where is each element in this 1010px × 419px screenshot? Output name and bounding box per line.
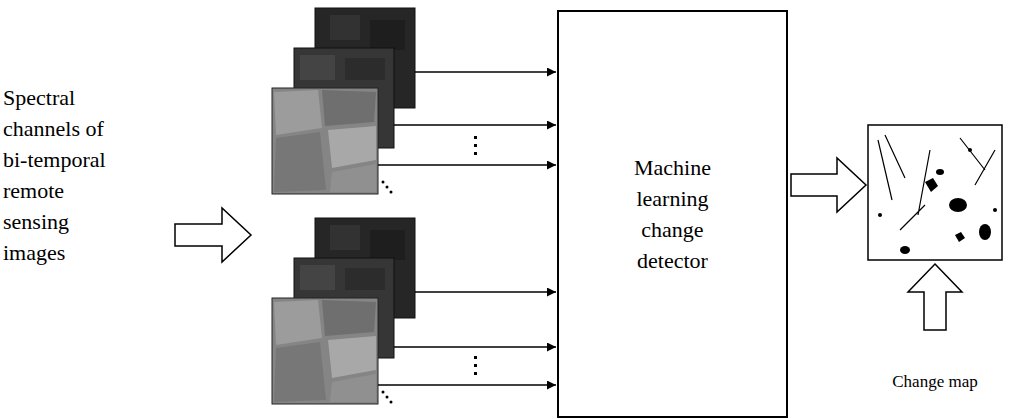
ellipsis-dot [474,364,477,367]
change-dot [878,213,882,217]
image-patch [300,265,335,290]
hollow-arrow [908,264,962,330]
change-blob [955,232,965,242]
channel-arrows [378,72,556,385]
process-box: Machine learning change detector [557,10,788,418]
image-patch [370,20,405,50]
change-blob [936,169,944,175]
channel-arrow [415,71,556,73]
image-patch [322,90,376,126]
ellipsis-dot [474,356,477,359]
image-patch [328,126,376,168]
image-patch [274,90,322,135]
channel-arrow [415,291,556,293]
ellipsis-dot [474,144,477,147]
image-stack [272,8,415,194]
image-patch [274,132,326,192]
ellipsis-dot [382,391,385,394]
ellipsis-dot [474,136,477,139]
image-patch [322,300,376,336]
change-line [878,135,995,230]
channel-arrow [378,164,556,166]
image-stack [272,218,415,404]
ellipsis-dot [382,181,385,184]
ellipsis-dot [386,186,389,189]
channel-arrow [378,384,556,386]
image-patch [330,374,376,402]
ellipsis-dot [390,401,393,404]
image-patch [345,58,385,80]
change-map-image [868,125,1002,260]
image-patch [370,230,405,260]
change-dot [993,208,997,212]
box-text: Machine learning change detector [623,152,723,276]
image-patch [274,300,322,345]
image-patch [274,342,326,402]
change-blob [925,178,938,192]
input-caption: Spectral channels of bi-temporal remote … [3,82,118,268]
channel-arrow [394,346,556,348]
image-patch [345,268,385,290]
image-patch [300,55,335,80]
ellipsis-dot [390,191,393,194]
ellipsis [474,136,477,375]
image-patch [330,15,360,40]
spectral-image [272,88,378,194]
image-patch [330,164,376,192]
hollow-arrow [791,158,866,212]
ellipsis-dot [474,152,477,155]
change-dot [968,148,972,152]
output-caption: Change map [868,371,1002,393]
hollow-arrow [175,208,251,262]
spectral-image [272,298,378,404]
channel-arrow [394,124,556,126]
change-map-frame [868,125,1002,260]
ellipsis-dot [386,396,389,399]
image-patch [330,225,360,250]
change-blob [949,198,967,212]
ellipsis-dot [474,372,477,375]
image-patch [328,336,376,378]
change-blob [900,246,910,254]
change-blob [979,224,991,240]
